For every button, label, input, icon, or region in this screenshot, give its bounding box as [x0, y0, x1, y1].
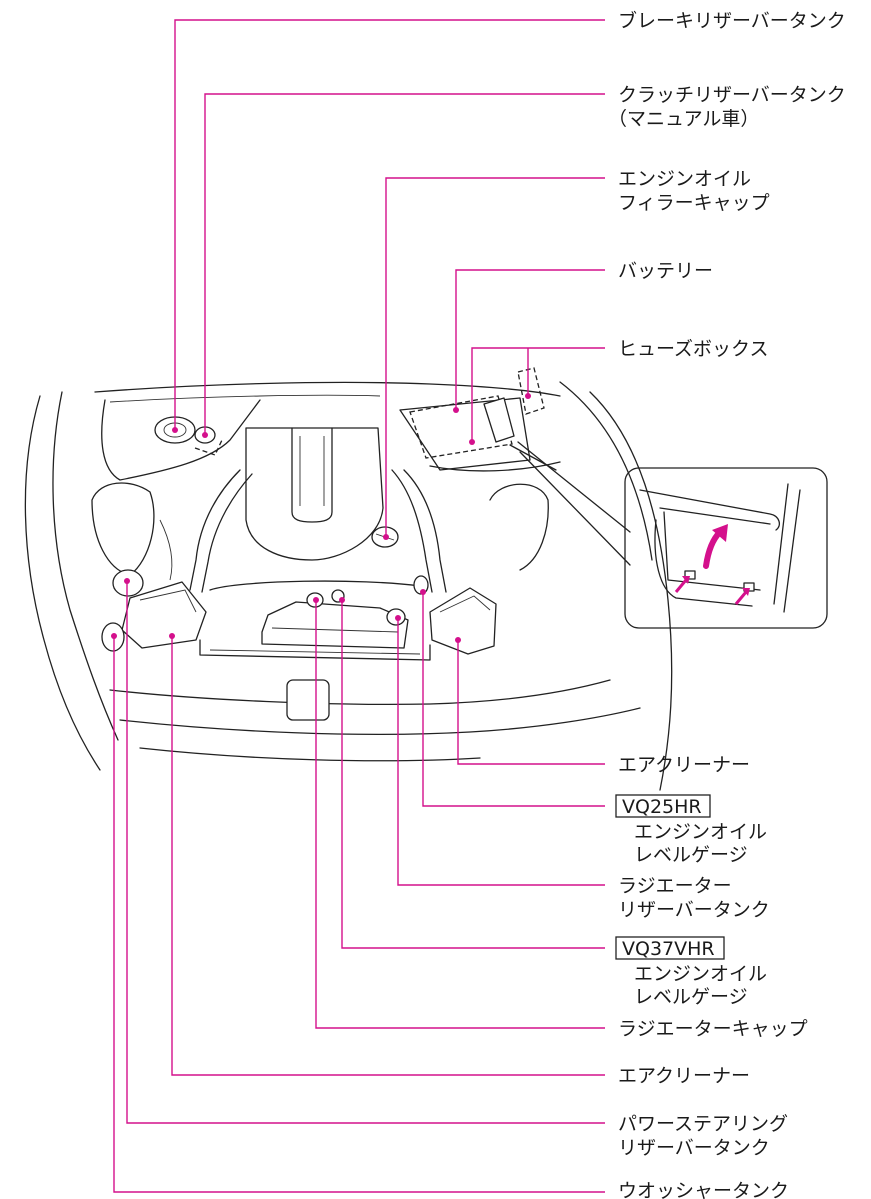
label-vq37vhr-tag: VQ37VHR	[622, 938, 715, 960]
engine-bay-drawing	[24, 367, 673, 791]
labels: ブレーキリザーバータンク クラッチリザーバータンク （マニュアル車） エンジンオ…	[608, 9, 846, 1199]
inset-tab-left	[684, 570, 696, 580]
curved-up-arrow-head-icon	[712, 524, 728, 542]
label-radiator-cap: ラジエーターキャップ	[618, 1018, 808, 1040]
leader-vq37vhr	[341, 600, 605, 949]
fuse-box-inset	[624, 467, 828, 629]
label-clutch-reservoir-note: （マニュアル車）	[608, 108, 759, 130]
leader-battery	[455, 269, 605, 410]
battery	[409, 395, 513, 459]
leader-air-cleaner-left	[171, 636, 605, 1076]
label-power-steering-line2: リザーバータンク	[618, 1137, 770, 1159]
label-clutch-reservoir: クラッチリザーバータンク	[618, 84, 846, 106]
label-vq37vhr-line1: エンジンオイル	[634, 963, 767, 985]
label-vq37vhr-line2: レベルゲージ	[634, 986, 748, 1008]
label-vq25hr-tag: VQ25HR	[622, 796, 702, 818]
radiator	[261, 601, 409, 649]
leader-brake-reservoir	[174, 19, 605, 430]
label-power-steering-line1: パワーステアリング	[618, 1113, 788, 1135]
leader-vq25hr	[422, 592, 605, 807]
vq25hr-tag-box	[615, 794, 711, 818]
vq37vhr-tag-box	[615, 936, 725, 960]
label-fuse-box: ヒューズボックス	[618, 338, 768, 360]
curved-up-arrow-icon	[703, 529, 723, 569]
label-vq25hr-line2: レベルゲージ	[634, 844, 748, 866]
leader-radiator-reservoir	[397, 618, 605, 886]
air-cleaner-right	[429, 587, 497, 655]
label-vq25hr-line1: エンジンオイル	[634, 821, 767, 843]
leader-air-cleaner-right	[457, 640, 605, 765]
fuse-box	[483, 397, 515, 443]
label-radiator-reservoir-line1: ラジエーター	[618, 875, 732, 897]
leader-clutch-reservoir	[204, 93, 605, 435]
label-air-cleaner-right: エアクリーナー	[618, 754, 750, 776]
label-radiator-reservoir-line2: リザーバータンク	[618, 899, 770, 921]
hood-latch	[286, 679, 330, 721]
leader-fuse-box	[471, 347, 605, 442]
label-washer-tank: ウオッシャータンク	[618, 1180, 789, 1199]
leader-oil-filler	[385, 177, 605, 537]
leader-power-steering	[126, 581, 605, 1124]
engine-cover	[245, 427, 384, 561]
leader-lines	[111, 19, 605, 1193]
label-oil-filler-line2: フィラーキャップ	[618, 192, 770, 214]
leader-washer-tank	[113, 636, 605, 1193]
label-air-cleaner-left: エアクリーナー	[618, 1065, 750, 1087]
label-battery: バッテリー	[618, 260, 713, 282]
leader-radiator-cap	[315, 600, 605, 1029]
label-oil-filler-line1: エンジンオイル	[618, 168, 751, 190]
label-brake-reservoir: ブレーキリザーバータンク	[618, 9, 846, 32]
